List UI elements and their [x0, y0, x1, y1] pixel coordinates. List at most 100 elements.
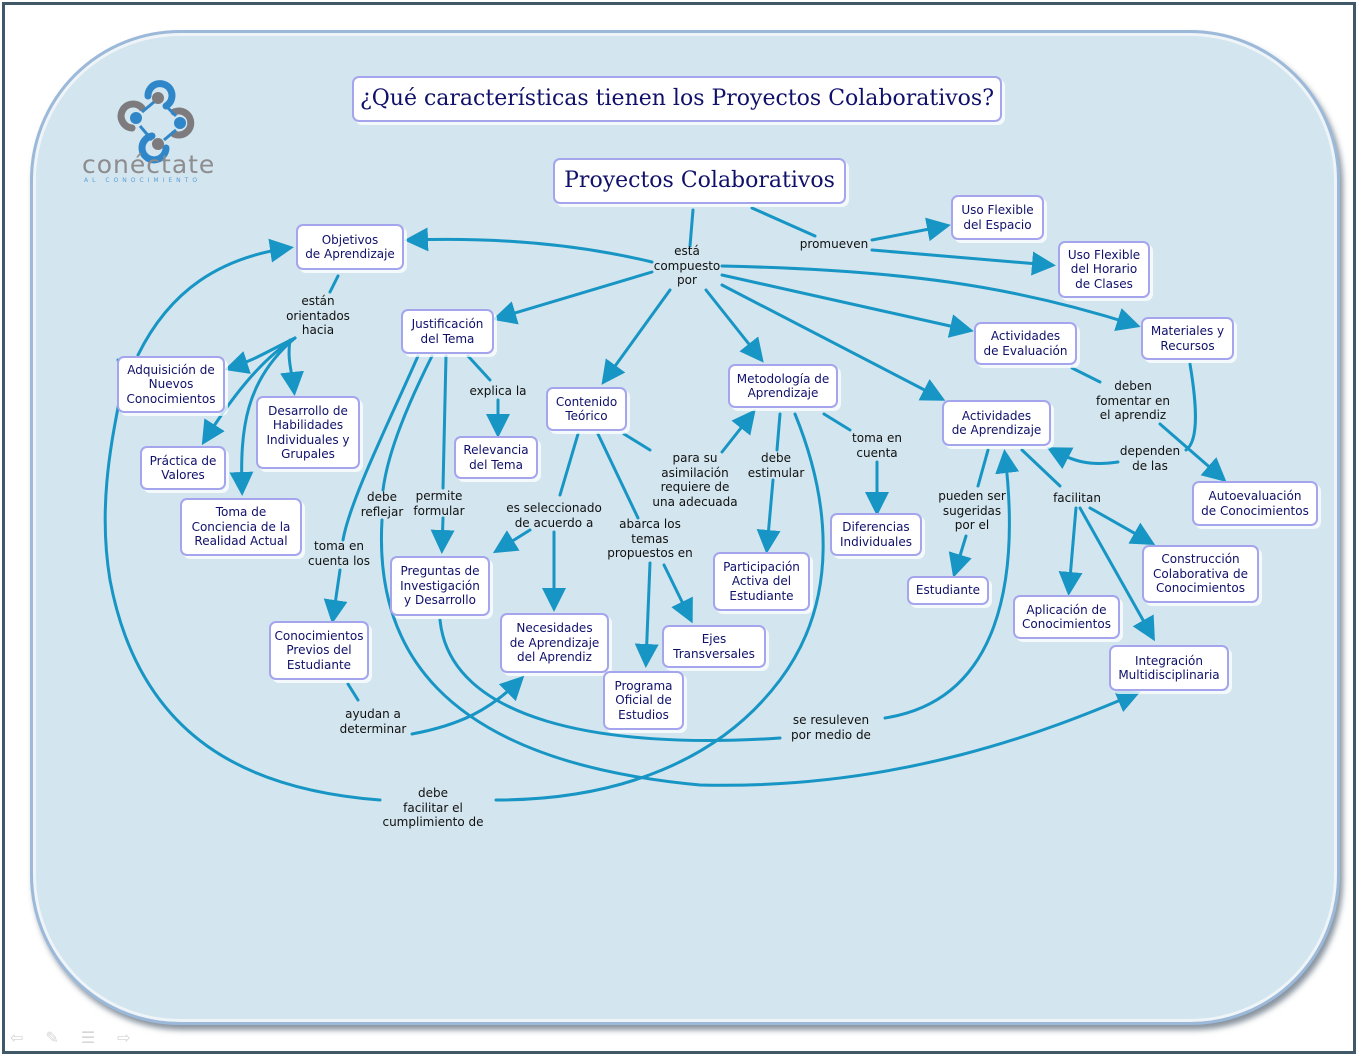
concept-practica[interactable]: Práctica de Valores — [140, 446, 226, 490]
link-label-resuelven: se resuleven por medio de — [791, 713, 871, 742]
link-line — [976, 448, 990, 488]
link-line — [323, 568, 348, 624]
concept-participacion[interactable]: Participación Activa del Estudiante — [713, 552, 810, 611]
concept-toma-conciencia[interactable]: Toma de Conciencia de la Realidad Actual — [180, 498, 302, 556]
concept-conocimientos-previos[interactable]: Conocimientos Previos del Estudiante — [269, 621, 369, 680]
link-label-ayudan: ayudan a determinar — [339, 707, 407, 736]
link-line — [870, 217, 951, 242]
menu-icon[interactable]: ☰ — [80, 1028, 96, 1047]
link-line — [775, 412, 782, 452]
link-line — [883, 449, 1020, 720]
link-line — [662, 563, 693, 624]
prev-icon[interactable]: ⇦ — [10, 1028, 24, 1047]
link-line — [750, 206, 817, 238]
concept-preguntas[interactable]: Preguntas de Investigación y Desarrollo — [390, 556, 490, 616]
link-line — [466, 354, 492, 382]
next-icon[interactable]: ⇨ — [117, 1028, 131, 1047]
link-line — [1184, 362, 1197, 452]
link-label-promueven: promueven — [799, 237, 869, 251]
link-line — [492, 270, 654, 325]
link-line — [1046, 447, 1120, 469]
concept-justificacion[interactable]: Justificación del Tema — [401, 309, 494, 354]
link-label-toma-cuenta-los: toma en cuenta los — [308, 539, 370, 568]
link-line — [438, 618, 782, 742]
link-line — [720, 273, 974, 338]
pen-icon[interactable]: ✎ — [45, 1028, 59, 1047]
concept-aplicacion[interactable]: Aplicación de Conocimientos — [1013, 595, 1120, 639]
concept-root[interactable]: Proyectos Colaborativos — [553, 158, 846, 204]
link-label-debe-reflejar: debe reflejar — [360, 490, 404, 519]
link-label-permite: permite formular — [413, 489, 465, 518]
concept-construccion[interactable]: Construcción Colaborativa de Conocimient… — [1142, 545, 1259, 603]
concept-materiales[interactable]: Materiales y Recursos — [1141, 317, 1234, 360]
link-line — [1088, 506, 1156, 545]
concept-necesidades[interactable]: Necesidades de Aprendizaje del Aprendiz — [500, 613, 609, 673]
link-line — [1158, 422, 1227, 482]
link-line — [379, 518, 1141, 787]
link-line — [1078, 506, 1155, 642]
link-line — [404, 227, 654, 264]
link-line — [346, 682, 360, 702]
link-line — [229, 336, 297, 496]
concept-integracion[interactable]: Integración Multidisciplinaria — [1109, 645, 1229, 691]
link-line — [822, 412, 852, 432]
concept-uso-horario[interactable]: Uso Flexible del Horario de Clases — [1058, 241, 1150, 298]
concept-contenido[interactable]: Contenido Teórico — [546, 387, 627, 431]
concept-programa[interactable]: Programa Oficial de Estudios — [603, 671, 684, 730]
page-title: ¿Qué características tienen los Proyecto… — [352, 76, 1002, 122]
link-line — [688, 208, 695, 248]
link-label-seleccionado: es seleccionado de acuerdo a — [506, 501, 602, 530]
link-label-facilitar: debe facilitar el cumplimiento de — [382, 786, 484, 829]
link-line — [948, 534, 972, 578]
concept-relevancia[interactable]: Relevancia del Tema — [454, 436, 538, 479]
link-line — [558, 432, 580, 497]
link-line — [201, 336, 297, 446]
link-line — [328, 274, 340, 294]
link-line — [494, 412, 825, 802]
concept-adquisicion[interactable]: Adquisición de Nuevos Conocimientos — [117, 356, 225, 413]
link-label-toma-cuenta: toma en cuenta — [852, 431, 902, 460]
link-line — [381, 354, 434, 492]
link-line — [136, 238, 294, 357]
concept-ejes[interactable]: Ejes Transversales — [662, 625, 766, 668]
link-line — [720, 409, 756, 454]
link-label-dependen: dependen de las — [1119, 444, 1181, 473]
link-line — [1058, 506, 1083, 596]
link-line — [720, 283, 946, 401]
link-label-sugeridas: pueden ser sugeridas por el — [938, 489, 1006, 532]
concept-estudiante[interactable]: Estudiante — [907, 576, 989, 605]
link-line — [720, 264, 1141, 331]
link-label-orientados: están orientados hacia — [286, 294, 350, 337]
link-line — [341, 354, 420, 542]
presentation-nav: ⇦ ✎ ☰ ⇨ — [10, 1028, 131, 1048]
concept-uso-espacio[interactable]: Uso Flexible del Espacio — [951, 195, 1044, 240]
logo-tagline: AL CONOCIMIENTO — [84, 177, 202, 184]
link-line — [492, 528, 532, 554]
link-line — [1070, 366, 1102, 384]
concept-objetivos[interactable]: Objetivos de Aprendizaje — [296, 224, 404, 270]
link-label-fomentar: deben fomentar en el aprendiz — [1095, 379, 1171, 422]
link-line — [280, 338, 304, 396]
concept-metodologia[interactable]: Metodología de Aprendizaje — [728, 364, 838, 408]
link-line — [596, 432, 640, 520]
concept-diferencias[interactable]: Diferencias Individuales — [830, 513, 922, 556]
conectate-logo-icon — [117, 80, 195, 164]
link-line — [601, 288, 672, 385]
link-line — [430, 516, 455, 554]
link-line — [870, 248, 1056, 276]
link-line — [1020, 448, 1062, 488]
logo-name: conéctate — [82, 150, 216, 179]
concept-actividades-aprendizaje[interactable]: Actividades de Aprendizaje — [942, 400, 1051, 446]
concept-autoevaluacion[interactable]: Autoevaluación de Conocimientos — [1192, 481, 1318, 526]
concept-actividades-evaluacion[interactable]: Actividades de Evaluación — [974, 322, 1077, 365]
link-line — [634, 561, 659, 668]
link-line — [704, 288, 764, 363]
link-label-abarca: abarca los temas propuestos en — [607, 517, 693, 560]
link-label-asimilacion: para su asimilación requiere de una adec… — [652, 451, 738, 509]
link-label-explica: explica la — [469, 384, 527, 398]
link-label-estimular: debe estimular — [747, 451, 805, 480]
concept-desarrollo[interactable]: Desarrollo de Habilidades Individuales y… — [256, 396, 360, 469]
link-line — [410, 675, 525, 736]
